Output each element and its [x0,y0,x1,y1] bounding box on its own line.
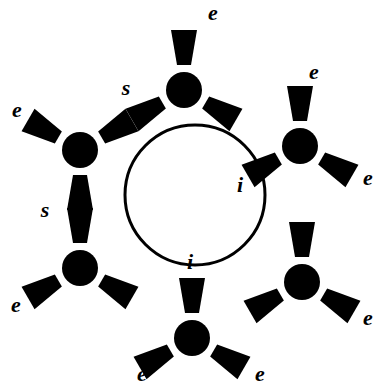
tripod-symbol [126,30,243,131]
hub [174,320,210,356]
tripod-arm [95,109,138,149]
tripod-symbol [22,109,139,210]
tripod-symbol [244,222,361,323]
central-circle [125,125,265,265]
hub [284,264,320,300]
region-label: s [41,199,50,221]
hub [62,250,98,286]
tripod-arm [179,278,205,313]
tripod-arm [207,339,250,379]
region-label: s [122,77,131,99]
hub-ring [162,68,206,112]
tripod-symbol [134,278,251,379]
tripod-arm [22,269,65,309]
tripod-arm [242,147,285,187]
hub-ring [58,128,102,172]
tripod-arm [289,222,315,257]
tripod-arm [171,30,197,65]
tripod-arm [22,109,65,149]
region-label: i [187,251,193,273]
hub-ring [278,124,322,168]
region-label: e [137,363,147,385]
tripod-arm [95,269,138,309]
region-label: e [11,294,21,316]
tripod-arm [67,208,93,243]
region-label: e [208,2,218,24]
region-label: i [237,174,243,196]
region-label: e [363,307,373,329]
tripod-arm [244,283,287,323]
tripod-arm [67,175,93,210]
hub [166,72,202,108]
hub-ring [280,260,324,304]
region-label: e [12,99,22,121]
tripod-arm [317,283,360,323]
hub-ring [170,316,214,360]
tripod-group [22,30,361,379]
tripod-arm [199,91,242,131]
region-label: e [309,61,319,83]
tripod-symbol [242,86,359,187]
region-label: e [255,363,265,385]
hub [282,128,318,164]
tripod-symbol [22,208,139,309]
hub-ring [58,246,102,290]
hub [62,132,98,168]
tripod-arm [287,86,313,121]
region-label: e [363,167,373,189]
tripod-arm [315,147,358,187]
